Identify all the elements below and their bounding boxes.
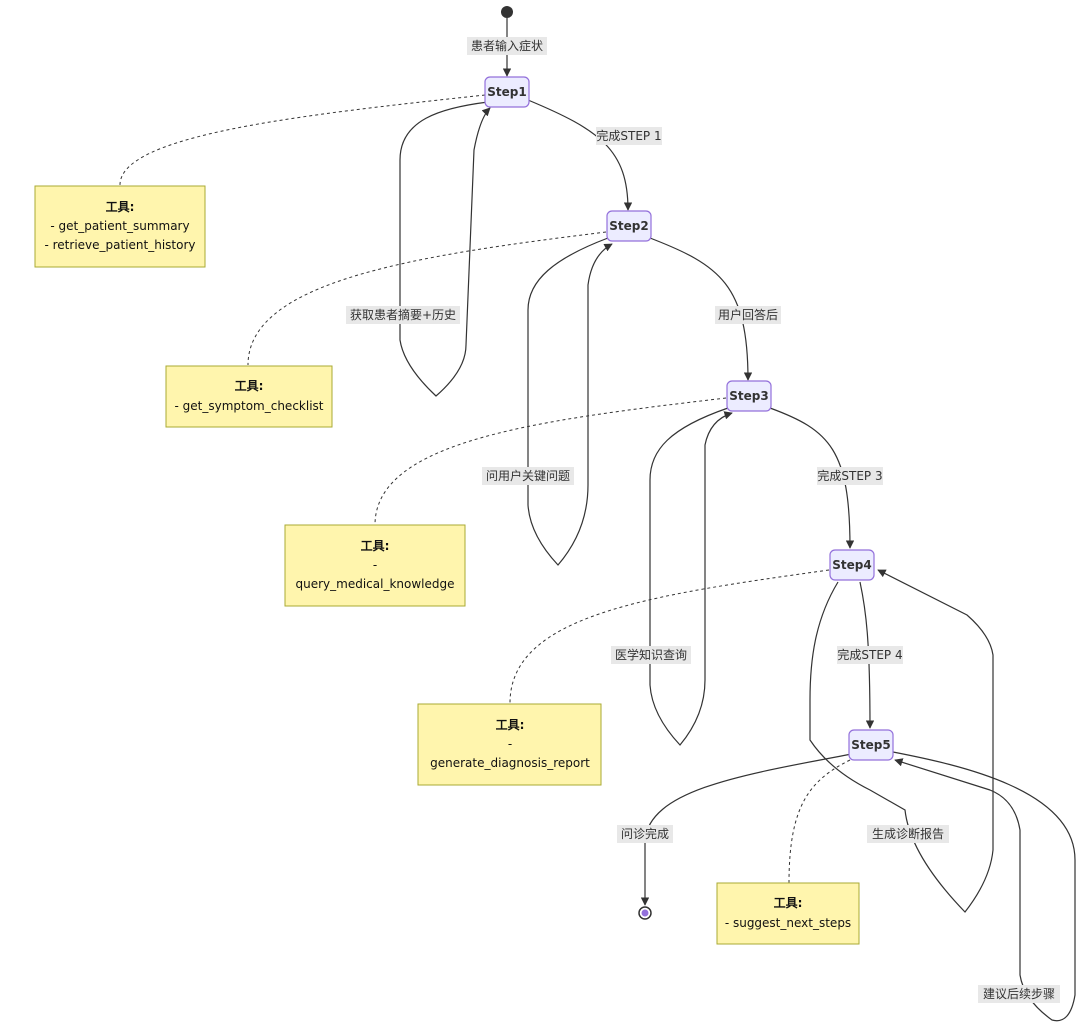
edge-step2-to-step3 <box>649 237 753 381</box>
edge-step3-self <box>649 407 733 746</box>
state-step5[interactable]: Step5 <box>848 729 894 761</box>
svg-text:Step2: Step2 <box>609 219 648 233</box>
note-step2-tools: 工具: - get_symptom_checklist <box>165 365 333 428</box>
svg-text:获取患者摘要+历史: 获取患者摘要+历史 <box>350 307 456 322</box>
edge-step1-self <box>399 101 491 397</box>
edge-step4-self <box>809 569 994 913</box>
note2-connector <box>247 231 607 366</box>
state-step1[interactable]: Step1 <box>484 76 530 108</box>
edge-step5-to-end <box>640 753 853 906</box>
note-line: query_medical_knowledge <box>296 577 455 591</box>
note-line: - get_symptom_checklist <box>174 399 323 413</box>
note-title: 工具: <box>106 200 135 214</box>
svg-text:完成STEP 1: 完成STEP 1 <box>596 128 661 143</box>
state-step4[interactable]: Step4 <box>829 549 875 581</box>
edge-label-step3-to-step4: 完成STEP 3 <box>817 467 883 485</box>
svg-text:Step4: Step4 <box>832 558 871 572</box>
note-line: - retrieve_patient_history <box>44 238 195 252</box>
edge-label-step3-self: 医学知识查询 <box>611 646 691 664</box>
note-title: 工具: <box>496 718 525 732</box>
edge-step3-to-step4 <box>769 407 855 549</box>
edge-step5-self <box>892 751 1076 1022</box>
svg-text:用户回答后: 用户回答后 <box>718 307 778 322</box>
edge-step1-to-step2 <box>527 99 633 211</box>
note-line: - suggest_next_steps <box>725 916 851 930</box>
note3-connector <box>374 397 727 526</box>
edge-label-step1-to-step2: 完成STEP 1 <box>596 127 662 145</box>
start-state <box>501 6 513 18</box>
note-line: generate_diagnosis_report <box>430 756 590 770</box>
note-title: 工具: <box>235 379 264 393</box>
svg-text:问诊完成: 问诊完成 <box>621 826 669 841</box>
note-step3-tools: 工具: - query_medical_knowledge <box>284 524 466 607</box>
note-line: - <box>373 558 377 572</box>
edge-label-step2-self: 问用户关键问题 <box>482 467 574 485</box>
svg-text:Step3: Step3 <box>729 389 768 403</box>
note1-connector <box>119 94 486 186</box>
edge-step4-to-step5 <box>859 581 875 729</box>
svg-text:Step5: Step5 <box>851 738 890 752</box>
edge-label-start-to-step1: 患者输入症状 <box>467 37 547 55</box>
svg-text:患者输入症状: 患者输入症状 <box>471 38 543 53</box>
edge-label-step2-to-step3: 用户回答后 <box>715 306 781 324</box>
note-title: 工具: <box>774 896 803 910</box>
edge-label-step4-to-step5: 完成STEP 4 <box>837 646 903 664</box>
svg-text:完成STEP 3: 完成STEP 3 <box>817 468 882 483</box>
state-step2[interactable]: Step2 <box>606 210 652 242</box>
edge-label-step1-self: 获取患者摘要+历史 <box>346 306 460 324</box>
edge-label-step4-self: 生成诊断报告 <box>867 825 949 843</box>
edge-label-step5-self: 建议后续步骤 <box>978 985 1060 1003</box>
note4-connector <box>509 569 830 704</box>
edge-step2-self <box>527 237 613 566</box>
svg-text:完成STEP 4: 完成STEP 4 <box>837 647 902 662</box>
svg-text:问用户关键问题: 问用户关键问题 <box>486 468 570 483</box>
edge-label-step5-to-end: 问诊完成 <box>617 825 673 843</box>
note-line: - get_patient_summary <box>50 219 189 233</box>
state-step3[interactable]: Step3 <box>726 380 772 412</box>
note-title: 工具: <box>361 539 390 553</box>
end-state <box>638 906 652 920</box>
note-line: - <box>508 737 512 751</box>
svg-text:建议后续步骤: 建议后续步骤 <box>983 987 1055 1001</box>
note-step1-tools: 工具: - get_patient_summary - retrieve_pat… <box>34 185 206 268</box>
note-step4-tools: 工具: - generate_diagnosis_report <box>417 703 602 786</box>
note-step5-tools: 工具: - suggest_next_steps <box>716 882 860 945</box>
svg-text:生成诊断报告: 生成诊断报告 <box>872 826 944 841</box>
note5-connector <box>788 759 851 884</box>
svg-text:Step1: Step1 <box>487 85 526 99</box>
svg-text:医学知识查询: 医学知识查询 <box>615 647 687 662</box>
